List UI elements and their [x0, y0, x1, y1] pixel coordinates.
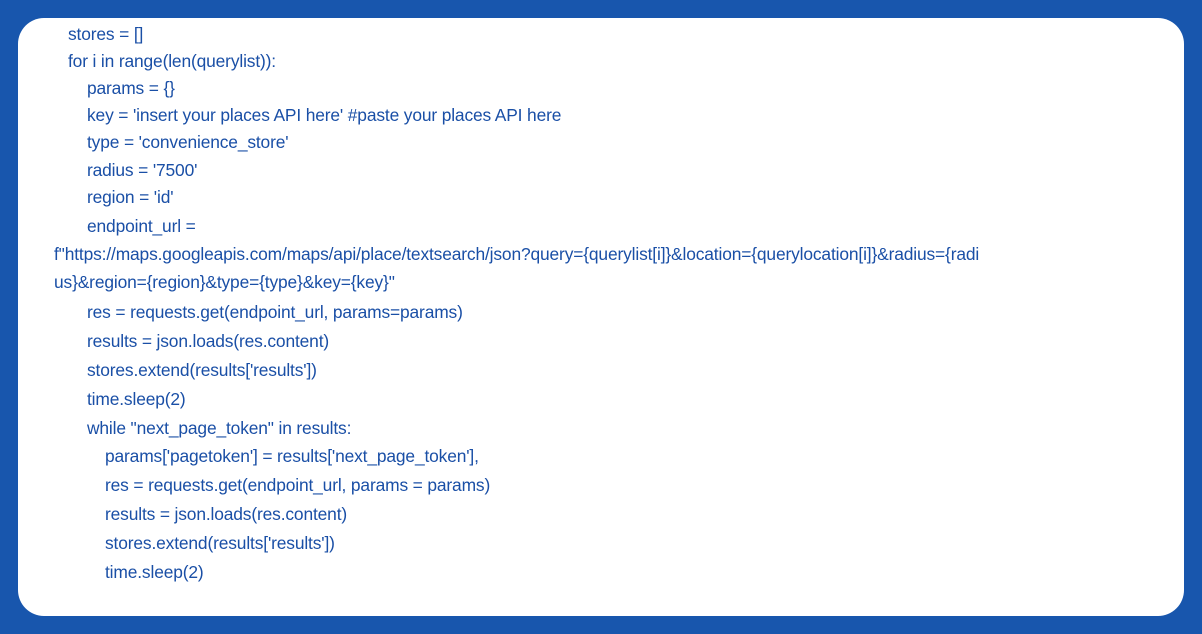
code-line: results = json.loads(res.content)	[87, 331, 330, 351]
code-line: while "next_page_token" in results:	[87, 418, 352, 438]
code-line: region = 'id'	[87, 187, 174, 207]
code-line: params = {}	[87, 78, 175, 98]
code-line-url: f"https://maps.googleapis.com/maps/api/p…	[54, 244, 980, 264]
code-line: params['pagetoken'] = results['next_page…	[105, 446, 479, 466]
code-line: res = requests.get(endpoint_url, params …	[105, 475, 491, 495]
code-line: stores.extend(results['results'])	[105, 533, 335, 553]
code-line: stores = []	[68, 24, 144, 44]
code-line: for i in range(len(querylist)):	[68, 51, 276, 71]
code-line: key = 'insert your places API here' #pas…	[87, 105, 562, 125]
code-line: results = json.loads(res.content)	[105, 504, 348, 524]
code-block: stores = [] for i in range(len(querylist…	[18, 18, 1184, 616]
code-line: time.sleep(2)	[87, 389, 186, 409]
code-line: radius = '7500'	[87, 160, 198, 180]
code-line: endpoint_url =	[87, 216, 196, 236]
code-card: stores = [] for i in range(len(querylist…	[18, 18, 1184, 616]
code-line: res = requests.get(endpoint_url, params=…	[87, 302, 463, 322]
code-line: time.sleep(2)	[105, 562, 204, 582]
code-line-url-cont: us}&region={region}&type={type}&key={key…	[54, 272, 395, 292]
code-line: stores.extend(results['results'])	[87, 360, 317, 380]
code-line: type = 'convenience_store'	[87, 132, 289, 152]
